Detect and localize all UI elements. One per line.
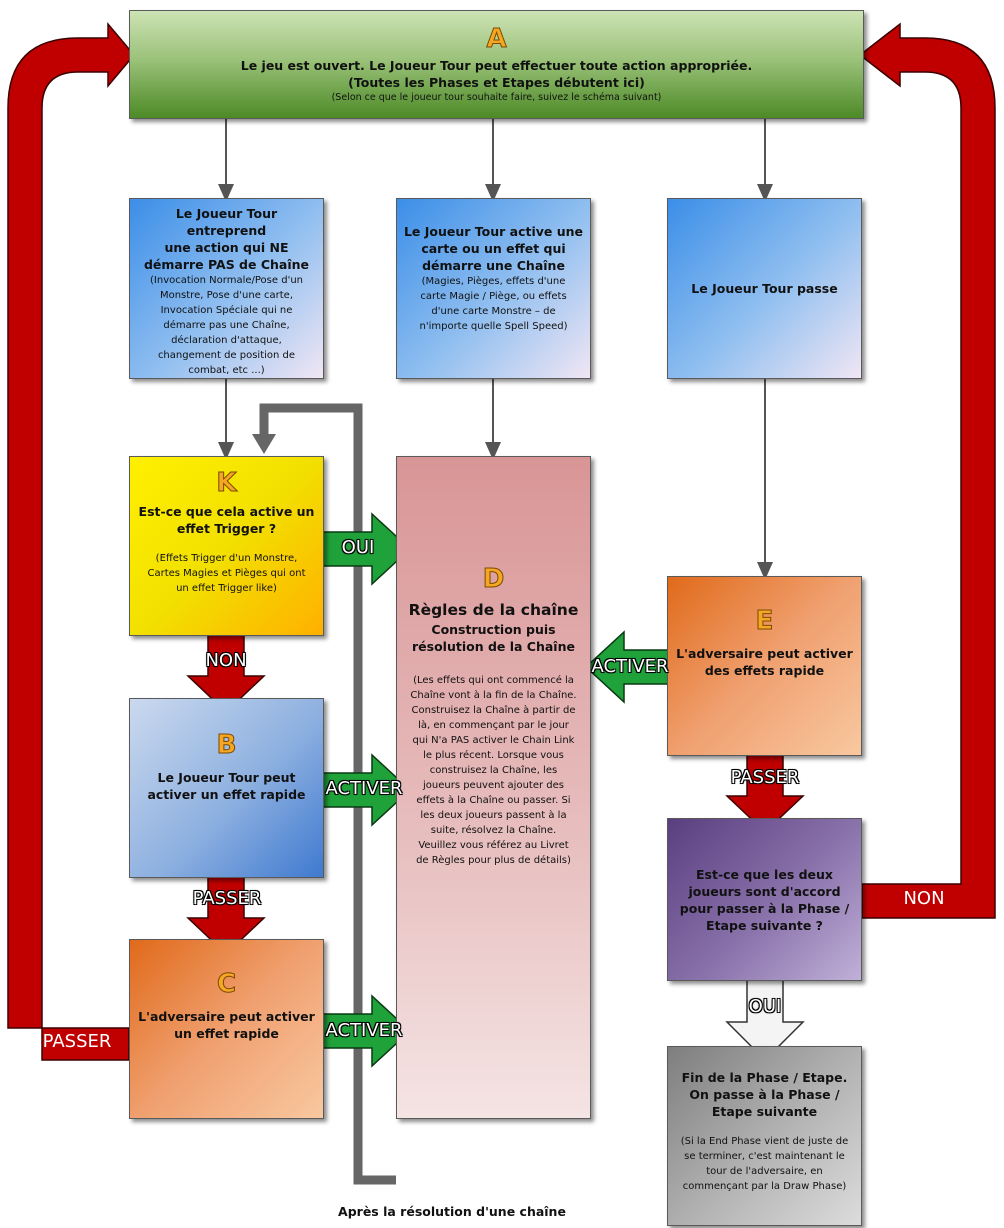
box-agree-t4: Etape suivante ?	[706, 917, 823, 933]
box-turn-player-passes: Le Joueur Tour passe	[667, 198, 862, 379]
label-c-to-d-activer: ACTIVER	[325, 1020, 403, 1041]
box-chain-title2: carte ou un effet qui	[421, 241, 566, 256]
green-arrow-c-to-d	[319, 994, 412, 1068]
box-d-title: Règles de la chaîne	[408, 601, 579, 619]
chain-resolution-loop-head	[252, 434, 276, 454]
box-d-letter: D	[482, 564, 505, 594]
box-b-title1: Le Joueur Tour peut	[157, 770, 296, 785]
box-b-title2: activer un effet rapide	[147, 787, 306, 802]
box-d-desc5: qui N'a PAS activer le Chain Link	[412, 735, 575, 746]
box-d-desc13: de Règles pour plus de détails)	[416, 855, 571, 866]
box-agree-t2: joueurs sont d'accord	[688, 883, 841, 899]
box-e-title1: L'adversaire peut activer	[676, 646, 853, 661]
box-pass-title: Le Joueur Tour passe	[691, 281, 838, 296]
label-e-to-d-activer: ACTIVER	[591, 656, 669, 677]
box-action-title2: une action qui NE	[164, 240, 289, 255]
box-action-desc5: déclaration d'attaque,	[171, 335, 282, 346]
box-action-desc7: combat, etc ...)	[188, 365, 265, 376]
box-d-sub1: Construction puis	[431, 622, 556, 637]
box-a-line2: (Toutes les Phases et Etapes débutent ic…	[348, 75, 645, 90]
box-k-trigger: K Est-ce que cela active un effet Trigge…	[129, 456, 324, 636]
box-both-agree: Est-ce que les deux joueurs sont d'accor…	[667, 818, 862, 981]
box-d-desc11: suite, résolvez la Chaîne.	[430, 825, 557, 836]
box-chain-title3: démarre une Chaîne	[422, 258, 565, 273]
box-a-line3: (Selon ce que le joueur tour souhaite fa…	[331, 92, 662, 103]
box-k-desc1: (Effets Trigger d'un Monstre,	[155, 553, 298, 564]
box-a-game-open: A Le jeu est ouvert. Le Joueur Tour peut…	[129, 10, 864, 119]
box-d-desc4: là, en commençant par le jour	[418, 720, 569, 731]
box-k-desc3: un effet Trigger like)	[176, 583, 277, 594]
green-arrow-k-to-d	[319, 512, 412, 586]
box-end-t2: On passe à la Phase /	[689, 1087, 840, 1102]
label-agree-to-end-oui: OUI	[748, 996, 782, 1017]
label-agree-to-a-non: NON	[903, 888, 945, 909]
red-arrow-agree-to-a	[858, 22, 996, 919]
box-chain-title1: Le Joueur Tour active une	[403, 224, 584, 239]
box-action-title3: démarre PAS de Chaîne	[143, 257, 310, 272]
box-e-opponent-quick: E L'adversaire peut activer des effets r…	[667, 576, 862, 756]
box-d-chain-rules: D Règles de la chaîne Construction puis …	[396, 456, 591, 1119]
label-e-to-agree-passer: PASSER	[730, 767, 800, 788]
box-action-desc6: changement de position de	[157, 350, 296, 361]
box-d-desc10: les deux joueurs passent à la	[420, 810, 567, 821]
label-k-to-d-oui: OUI	[341, 537, 375, 558]
box-c-title1: L'adversaire peut activer	[138, 1009, 315, 1024]
box-agree-t1: Est-ce que les deux	[696, 866, 833, 882]
label-c-to-a-passer: PASSER	[42, 1031, 112, 1052]
box-chain-desc2: carte Magie / Piège, ou effets	[420, 291, 567, 302]
label-k-to-b-non: NON	[205, 650, 247, 671]
box-agree-t3: pour passer à la Phase /	[679, 900, 850, 916]
label-b-to-d-activer: ACTIVER	[325, 778, 403, 799]
box-end-desc3: tour de l'adversaire, en	[706, 1166, 823, 1177]
box-d-sub2: résolution de la Chaîne	[412, 639, 575, 654]
box-action-desc3: Invocation Spéciale qui ne	[160, 305, 293, 316]
box-action-desc1: (Invocation Normale/Pose d'un	[150, 275, 303, 286]
box-end-desc4: commençant par la Draw Phase)	[682, 1181, 847, 1192]
box-e-title2: des effets rapide	[704, 663, 825, 678]
box-k-desc2: Cartes Magies et Pièges qui ont	[147, 568, 306, 579]
chain-resolution-caption: Après la résolution d'une chaîne	[338, 1204, 566, 1219]
box-d-desc7: construisez la Chaîne, les	[429, 765, 558, 776]
box-c-opponent-quick: C L'adversaire peut activer un effet rap…	[129, 939, 324, 1119]
box-action-desc4: démarre pas une Chaîne,	[163, 320, 290, 331]
box-d-desc8: joueurs peuvent ajouter des	[422, 780, 564, 791]
box-k-letter: K	[216, 468, 237, 498]
box-a-letter: A	[486, 24, 507, 54]
box-a-line1: Le jeu est ouvert. Le Joueur Tour peut e…	[240, 58, 753, 73]
box-action-no-chain: Le Joueur Tour entreprend une action qui…	[129, 198, 324, 379]
box-chain-desc3: d'une carte Monstre – de	[431, 306, 556, 317]
box-k-title2: effet Trigger ?	[176, 521, 277, 536]
box-action-title1: Le Joueur Tour entreprend	[175, 206, 278, 238]
box-d-desc3: Construisez la Chaîne à partir de	[411, 705, 576, 716]
box-end-desc2: se terminer, c'est maintenant le	[684, 1151, 845, 1162]
box-c-letter: C	[216, 969, 237, 999]
box-chain-desc4: n'importe quelle Spell Speed)	[419, 321, 568, 332]
box-end-phase: Fin de la Phase / Etape. On passe à la P…	[667, 1046, 862, 1226]
green-arrow-b-to-d	[319, 753, 412, 827]
box-end-t1: Fin de la Phase / Etape.	[681, 1070, 848, 1085]
box-k-title1: Est-ce que cela active un	[138, 504, 315, 519]
box-d-desc2: Chaîne vont à la fin de la Chaîne.	[410, 690, 577, 701]
box-action-desc2: Monstre, Pose d'une carte,	[159, 290, 294, 301]
box-e-letter: E	[755, 606, 774, 636]
red-arrow-c-to-a	[7, 21, 135, 1061]
box-d-desc12: Veuillez vous référez au Livret	[418, 840, 569, 851]
box-starts-chain: Le Joueur Tour active une carte ou un ef…	[396, 198, 591, 379]
box-d-desc6: le plus récent. Lorsque vous	[423, 750, 564, 761]
box-c-title2: un effet rapide	[174, 1026, 279, 1041]
label-b-to-c-passer: PASSER	[192, 888, 262, 909]
box-chain-desc1: (Magies, Pièges, effets d'une	[421, 276, 566, 287]
box-b-turn-player-quick: B Le Joueur Tour peut activer un effet r…	[129, 698, 324, 878]
box-d-desc1: (Les effets qui ont commencé la	[413, 675, 574, 686]
box-end-desc1: (Si la End Phase vient de juste de	[680, 1136, 849, 1147]
box-b-letter: B	[216, 730, 237, 760]
box-d-desc9: effets à la Chaîne ou passer. Si	[416, 795, 571, 806]
box-end-t3: Etape suivante	[711, 1104, 818, 1119]
chain-resolution-loop	[259, 403, 396, 1185]
